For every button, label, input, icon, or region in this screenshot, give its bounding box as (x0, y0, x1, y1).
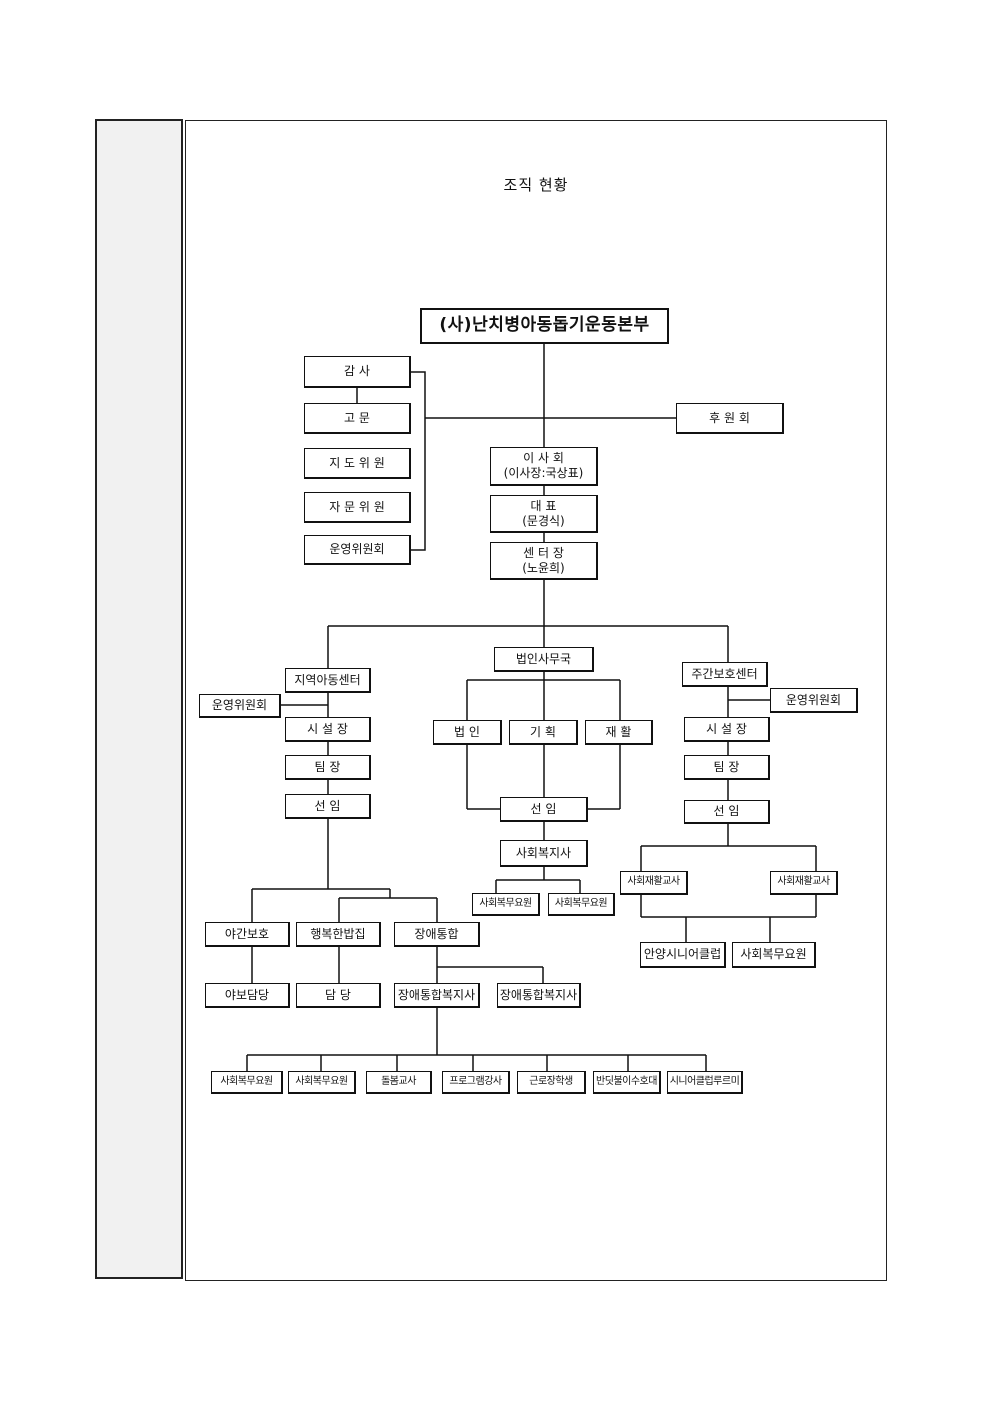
community-senior-box: 선 임 (285, 794, 371, 819)
happy-kitchen-staff-box: 담 당 (296, 983, 381, 1008)
happy-kitchen-box: 행복한밥집 (296, 922, 381, 947)
daycare-director-box: 시 설 장 (684, 717, 770, 742)
guidance-committee-box: 지 도 위 원 (304, 448, 411, 479)
daycare-senior-box: 선 임 (684, 800, 770, 824)
corp-finance-box: 재 활 (585, 720, 653, 745)
disability-integration-box: 장애통합 (394, 922, 480, 947)
staff-box-program-instructor: 프로그램강사 (442, 1071, 510, 1094)
staff-box-firefly-guard: 반딧불이수호대 (593, 1071, 661, 1094)
community-director-box: 시 설 장 (285, 717, 371, 742)
left-margin-column (95, 119, 183, 1279)
board-box: 이 사 회 (이사장:국상표) (490, 447, 598, 486)
center-director-label: 센 터 장 (523, 545, 564, 560)
corp-planning-box: 기 획 (509, 720, 578, 745)
community-center-box: 지역아동센터 (285, 668, 371, 693)
daycare-service-box: 사회복무요원 (732, 942, 816, 968)
operation-committee-box: 운영위원회 (304, 535, 411, 565)
ceo-label: 대 표 (530, 498, 557, 513)
staff-box-senior-club: 시니어클럽루르미 (667, 1071, 743, 1094)
corp-legal-box: 법 인 (433, 720, 502, 745)
daycare-committee-box: 운영위원회 (770, 688, 858, 713)
staff-box-work-study: 근로장학생 (517, 1071, 586, 1094)
community-team-lead-box: 팀 장 (285, 755, 371, 780)
staff-box-care-teacher: 돌봄교사 (366, 1071, 432, 1094)
corp-senior-box: 선 임 (500, 797, 588, 822)
integration-worker-box-2: 장애통합복지사 (497, 983, 581, 1008)
daycare-rehab-teacher-box-2: 사회재활교사 (770, 871, 838, 895)
corp-service-box-1: 사회복무요원 (472, 893, 540, 916)
corp-social-worker-box: 사회복지사 (500, 840, 588, 867)
staff-box-service-1: 사회복무요원 (211, 1071, 283, 1094)
corp-office-box: 법인사무국 (494, 647, 594, 672)
daycare-senior-club-box: 안양시니어클럽 (640, 942, 726, 968)
page-title: 조직 현황 (503, 176, 569, 194)
center-director-box: 센 터 장 (노윤희) (490, 542, 598, 580)
board-chair: (이사장:국상표) (503, 466, 584, 480)
staff-box-service-2: 사회복무요원 (288, 1071, 356, 1094)
daycare-center-box: 주간보호센터 (682, 662, 768, 687)
corp-service-box-2: 사회복무요원 (548, 893, 615, 916)
ceo-box: 대 표 (문경식) (490, 495, 598, 533)
daycare-rehab-teacher-box-1: 사회재활교사 (620, 871, 688, 895)
advisor-box: 고 문 (304, 403, 411, 434)
board-label: 이 사 회 (523, 451, 564, 465)
ceo-name: (문경식) (522, 513, 565, 528)
audit-box: 감 사 (304, 356, 411, 388)
night-care-box: 야간보호 (205, 922, 290, 947)
community-committee-box: 운영위원회 (199, 694, 281, 718)
center-director-name: (노윤희) (522, 560, 565, 575)
org-root-box: (사)난치병아동돕기운동본부 (420, 308, 669, 344)
consult-committee-box: 자 문 위 원 (304, 492, 411, 523)
integration-worker-box-1: 장애통합복지사 (394, 983, 480, 1008)
daycare-team-lead-box: 팀 장 (684, 755, 770, 780)
night-care-staff-box: 야보담당 (205, 983, 290, 1008)
supporters-box: 후 원 회 (676, 403, 784, 434)
